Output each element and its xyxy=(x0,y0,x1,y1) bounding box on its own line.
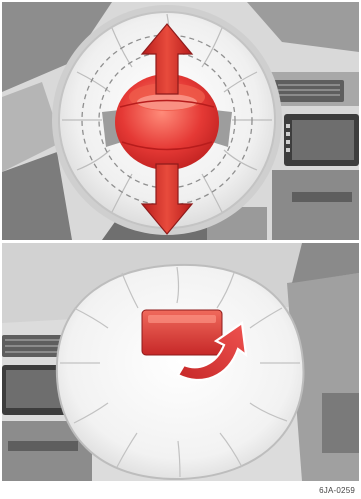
airbag-vent-module xyxy=(141,309,223,356)
air-vent-left xyxy=(2,335,64,357)
figure-reference-code: 6JA-0259 xyxy=(319,486,355,495)
arrow-up-icon xyxy=(140,23,194,95)
infotainment-screen xyxy=(2,365,72,415)
arrow-down-icon xyxy=(140,163,194,235)
air-vent-right xyxy=(274,80,344,102)
bottom-illustration-panel xyxy=(2,243,359,481)
airbag-module-inflating xyxy=(115,74,219,170)
top-illustration xyxy=(2,2,359,240)
bottom-illustration xyxy=(2,243,359,481)
infotainment-screen xyxy=(284,114,359,166)
top-illustration-panel xyxy=(2,2,359,240)
curved-arrow-icon xyxy=(176,321,248,382)
